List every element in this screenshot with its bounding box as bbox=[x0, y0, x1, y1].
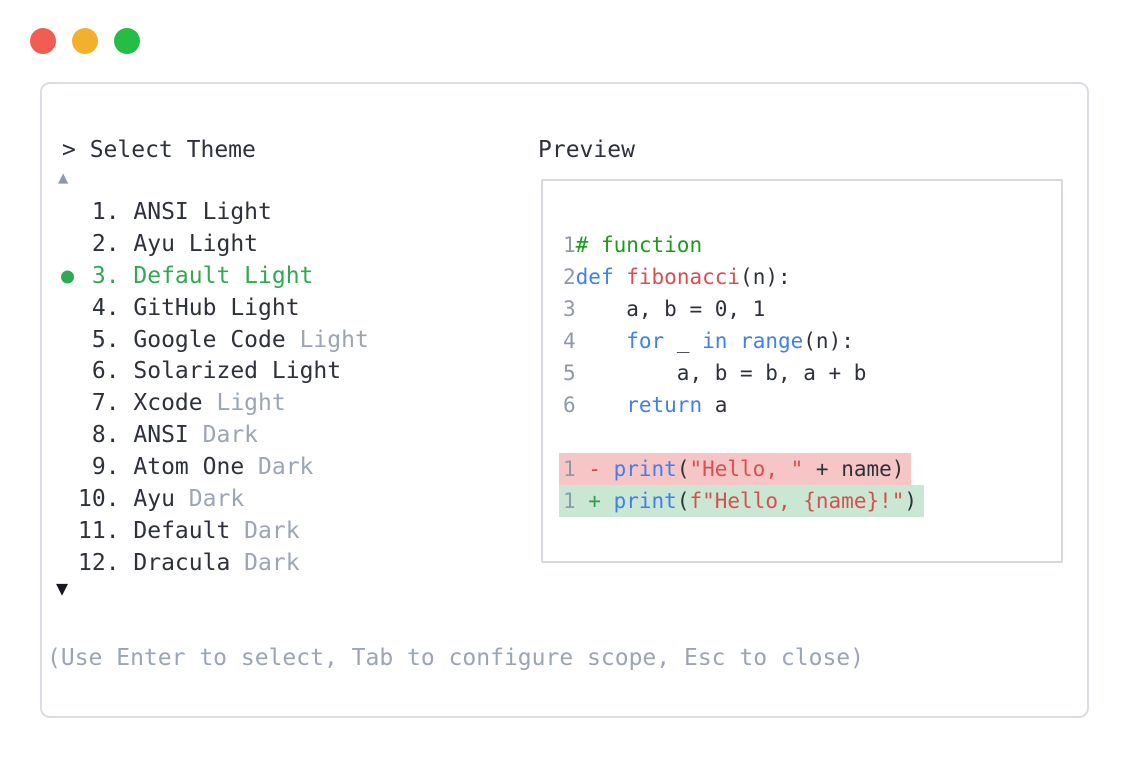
code-line: 1# function bbox=[563, 229, 924, 261]
code-line: 3 a, b = 0, 1 bbox=[563, 293, 924, 325]
theme-list-item[interactable]: 10. Ayu Dark bbox=[58, 484, 369, 516]
bullet-spacer bbox=[58, 388, 78, 420]
scroll-up-icon[interactable]: ▲ bbox=[58, 168, 69, 188]
window-controls bbox=[30, 28, 140, 54]
bullet-spacer bbox=[58, 229, 78, 261]
theme-list-item[interactable]: 3. Default Light bbox=[58, 261, 369, 293]
theme-list-item[interactable]: 2. Ayu Light bbox=[58, 229, 369, 261]
preview-label: Preview bbox=[538, 137, 635, 163]
theme-list-item[interactable]: 8. ANSI Dark bbox=[58, 420, 369, 452]
theme-item-label: 10. Ayu Dark bbox=[78, 486, 245, 513]
bullet-spacer bbox=[58, 548, 78, 580]
scroll-down-icon[interactable]: ▼ bbox=[56, 576, 69, 600]
diff-removed-line: 1 - print("Hello, " + name) bbox=[559, 453, 924, 485]
line-number: 4 bbox=[563, 329, 576, 353]
theme-item-label: 3. Default Light bbox=[78, 262, 314, 289]
theme-item-label: 6. Solarized Light bbox=[78, 358, 342, 385]
theme-item-label: 1. ANSI Light bbox=[78, 199, 272, 225]
select-theme-prompt: > Select Theme bbox=[62, 137, 256, 163]
line-number: 5 bbox=[563, 361, 576, 385]
bullet-spacer bbox=[58, 356, 78, 388]
line-number: 1 bbox=[563, 457, 576, 481]
line-number: 1 bbox=[563, 489, 576, 513]
theme-item-label: 12. Dracula Dark bbox=[78, 549, 300, 576]
theme-list-item[interactable]: 7. Xcode Light bbox=[58, 388, 369, 420]
theme-list-item[interactable]: 9. Atom One Dark bbox=[58, 452, 369, 484]
theme-list-item[interactable]: 5. Google Code Light bbox=[58, 325, 369, 357]
theme-item-label: 8. ANSI Dark bbox=[78, 422, 259, 449]
line-number: 3 bbox=[563, 297, 576, 321]
diff-added-line: 1 + print(f"Hello, {name}!") bbox=[559, 485, 925, 517]
selected-dot-icon bbox=[58, 261, 78, 293]
theme-list-item[interactable]: 11. Default Dark bbox=[58, 516, 369, 548]
bullet-spacer bbox=[58, 325, 78, 357]
bullet-spacer bbox=[58, 484, 78, 516]
bullet-spacer bbox=[58, 420, 78, 452]
code-line bbox=[563, 421, 924, 453]
code-line: 5 a, b = b, a + b bbox=[563, 357, 924, 389]
bullet-spacer bbox=[58, 452, 78, 484]
line-number: 6 bbox=[563, 393, 576, 417]
bullet-spacer bbox=[58, 516, 78, 548]
theme-list: 1. ANSI Light 2. Ayu Light 3. Default Li… bbox=[58, 197, 369, 580]
code-line: 2def fibonacci(n): bbox=[563, 261, 924, 293]
theme-item-label: 9. Atom One Dark bbox=[78, 454, 314, 481]
theme-list-item[interactable]: 12. Dracula Dark bbox=[58, 548, 369, 580]
theme-picker-panel: > Select Theme Preview ▲ 1. ANSI Light 2… bbox=[40, 82, 1089, 718]
maximize-button-icon[interactable] bbox=[114, 28, 140, 54]
bullet-spacer bbox=[58, 293, 78, 325]
theme-item-label: 11. Default Dark bbox=[78, 517, 300, 544]
theme-item-label: 5. Google Code Light bbox=[78, 326, 369, 353]
close-button-icon[interactable] bbox=[30, 28, 56, 54]
theme-item-label: 4. GitHub Light bbox=[78, 294, 300, 321]
theme-item-label: 7. Xcode Light bbox=[78, 390, 286, 417]
help-text: (Use Enter to select, Tab to configure s… bbox=[47, 645, 864, 671]
minimize-button-icon[interactable] bbox=[72, 28, 98, 54]
theme-list-item[interactable]: 4. GitHub Light bbox=[58, 293, 369, 325]
bullet-spacer bbox=[58, 197, 78, 229]
theme-item-label: 2. Ayu Light bbox=[78, 230, 259, 257]
line-number: 2 bbox=[563, 265, 576, 289]
code-line: 4 for _ in range(n): bbox=[563, 325, 924, 357]
theme-list-item[interactable]: 6. Solarized Light bbox=[58, 356, 369, 388]
theme-list-item[interactable]: 1. ANSI Light bbox=[58, 197, 369, 229]
line-number: 1 bbox=[563, 233, 576, 257]
code-line: 6 return a bbox=[563, 389, 924, 421]
